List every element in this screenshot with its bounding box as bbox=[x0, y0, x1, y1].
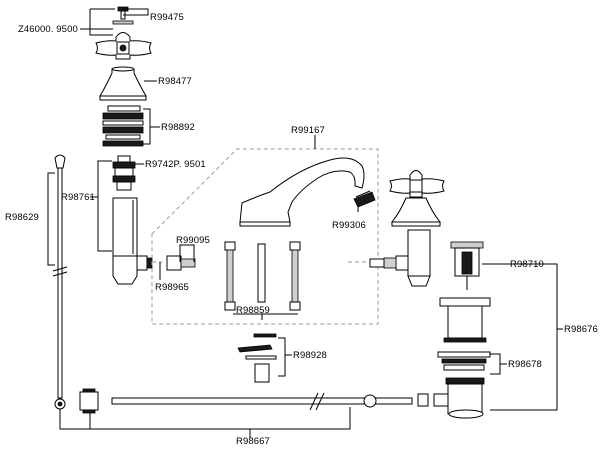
flex-hose-center-part bbox=[257, 243, 266, 303]
center-washers-part bbox=[237, 333, 277, 383]
spout-part bbox=[239, 157, 365, 227]
label-r98859: R98859 bbox=[236, 305, 270, 316]
aerator-part bbox=[353, 190, 376, 208]
label-r98761: R98761 bbox=[61, 192, 95, 203]
spout-assembly-outline bbox=[151, 148, 379, 325]
flex-hose-right-part bbox=[289, 241, 301, 311]
connector-nut-part bbox=[166, 255, 196, 271]
washer-stack-part bbox=[102, 105, 144, 147]
label-r98629: R98629 bbox=[5, 212, 39, 223]
label-r98710: R98710 bbox=[510, 259, 544, 270]
label-z46000: Z46000. 9500 bbox=[18, 24, 78, 35]
shroud-part bbox=[99, 66, 147, 101]
pivot-rod-part bbox=[79, 388, 429, 414]
waste-washers-part bbox=[437, 351, 491, 371]
flex-hose-left-part bbox=[224, 241, 236, 311]
leader-lines bbox=[47, 8, 563, 438]
label-r98928: R98928 bbox=[293, 350, 327, 361]
label-r98892: R98892 bbox=[161, 122, 195, 133]
label-r98678: R98678 bbox=[508, 359, 542, 370]
valve-body-part bbox=[112, 197, 153, 285]
waste-flange-part bbox=[439, 297, 491, 343]
cartridge-part bbox=[112, 155, 136, 191]
label-r99095: R99095 bbox=[176, 235, 210, 246]
waste-body-part bbox=[433, 377, 485, 419]
label-r98965: R98965 bbox=[155, 282, 189, 293]
lift-rod-part bbox=[52, 154, 68, 410]
label-r99167: R99167 bbox=[291, 125, 325, 136]
label-r99306: R99306 bbox=[332, 220, 366, 231]
cap-part bbox=[112, 20, 134, 25]
label-r98667: R98667 bbox=[236, 436, 270, 447]
label-r98477: R98477 bbox=[158, 76, 192, 87]
label-r9742p: R9742P. 9501 bbox=[145, 159, 206, 170]
pop-up-plug-part bbox=[450, 241, 484, 290]
label-r99475: R99475 bbox=[150, 12, 184, 23]
cross-handle-part bbox=[95, 32, 152, 60]
label-r98676: R98676 bbox=[564, 324, 598, 335]
right-valve-part bbox=[369, 170, 445, 287]
